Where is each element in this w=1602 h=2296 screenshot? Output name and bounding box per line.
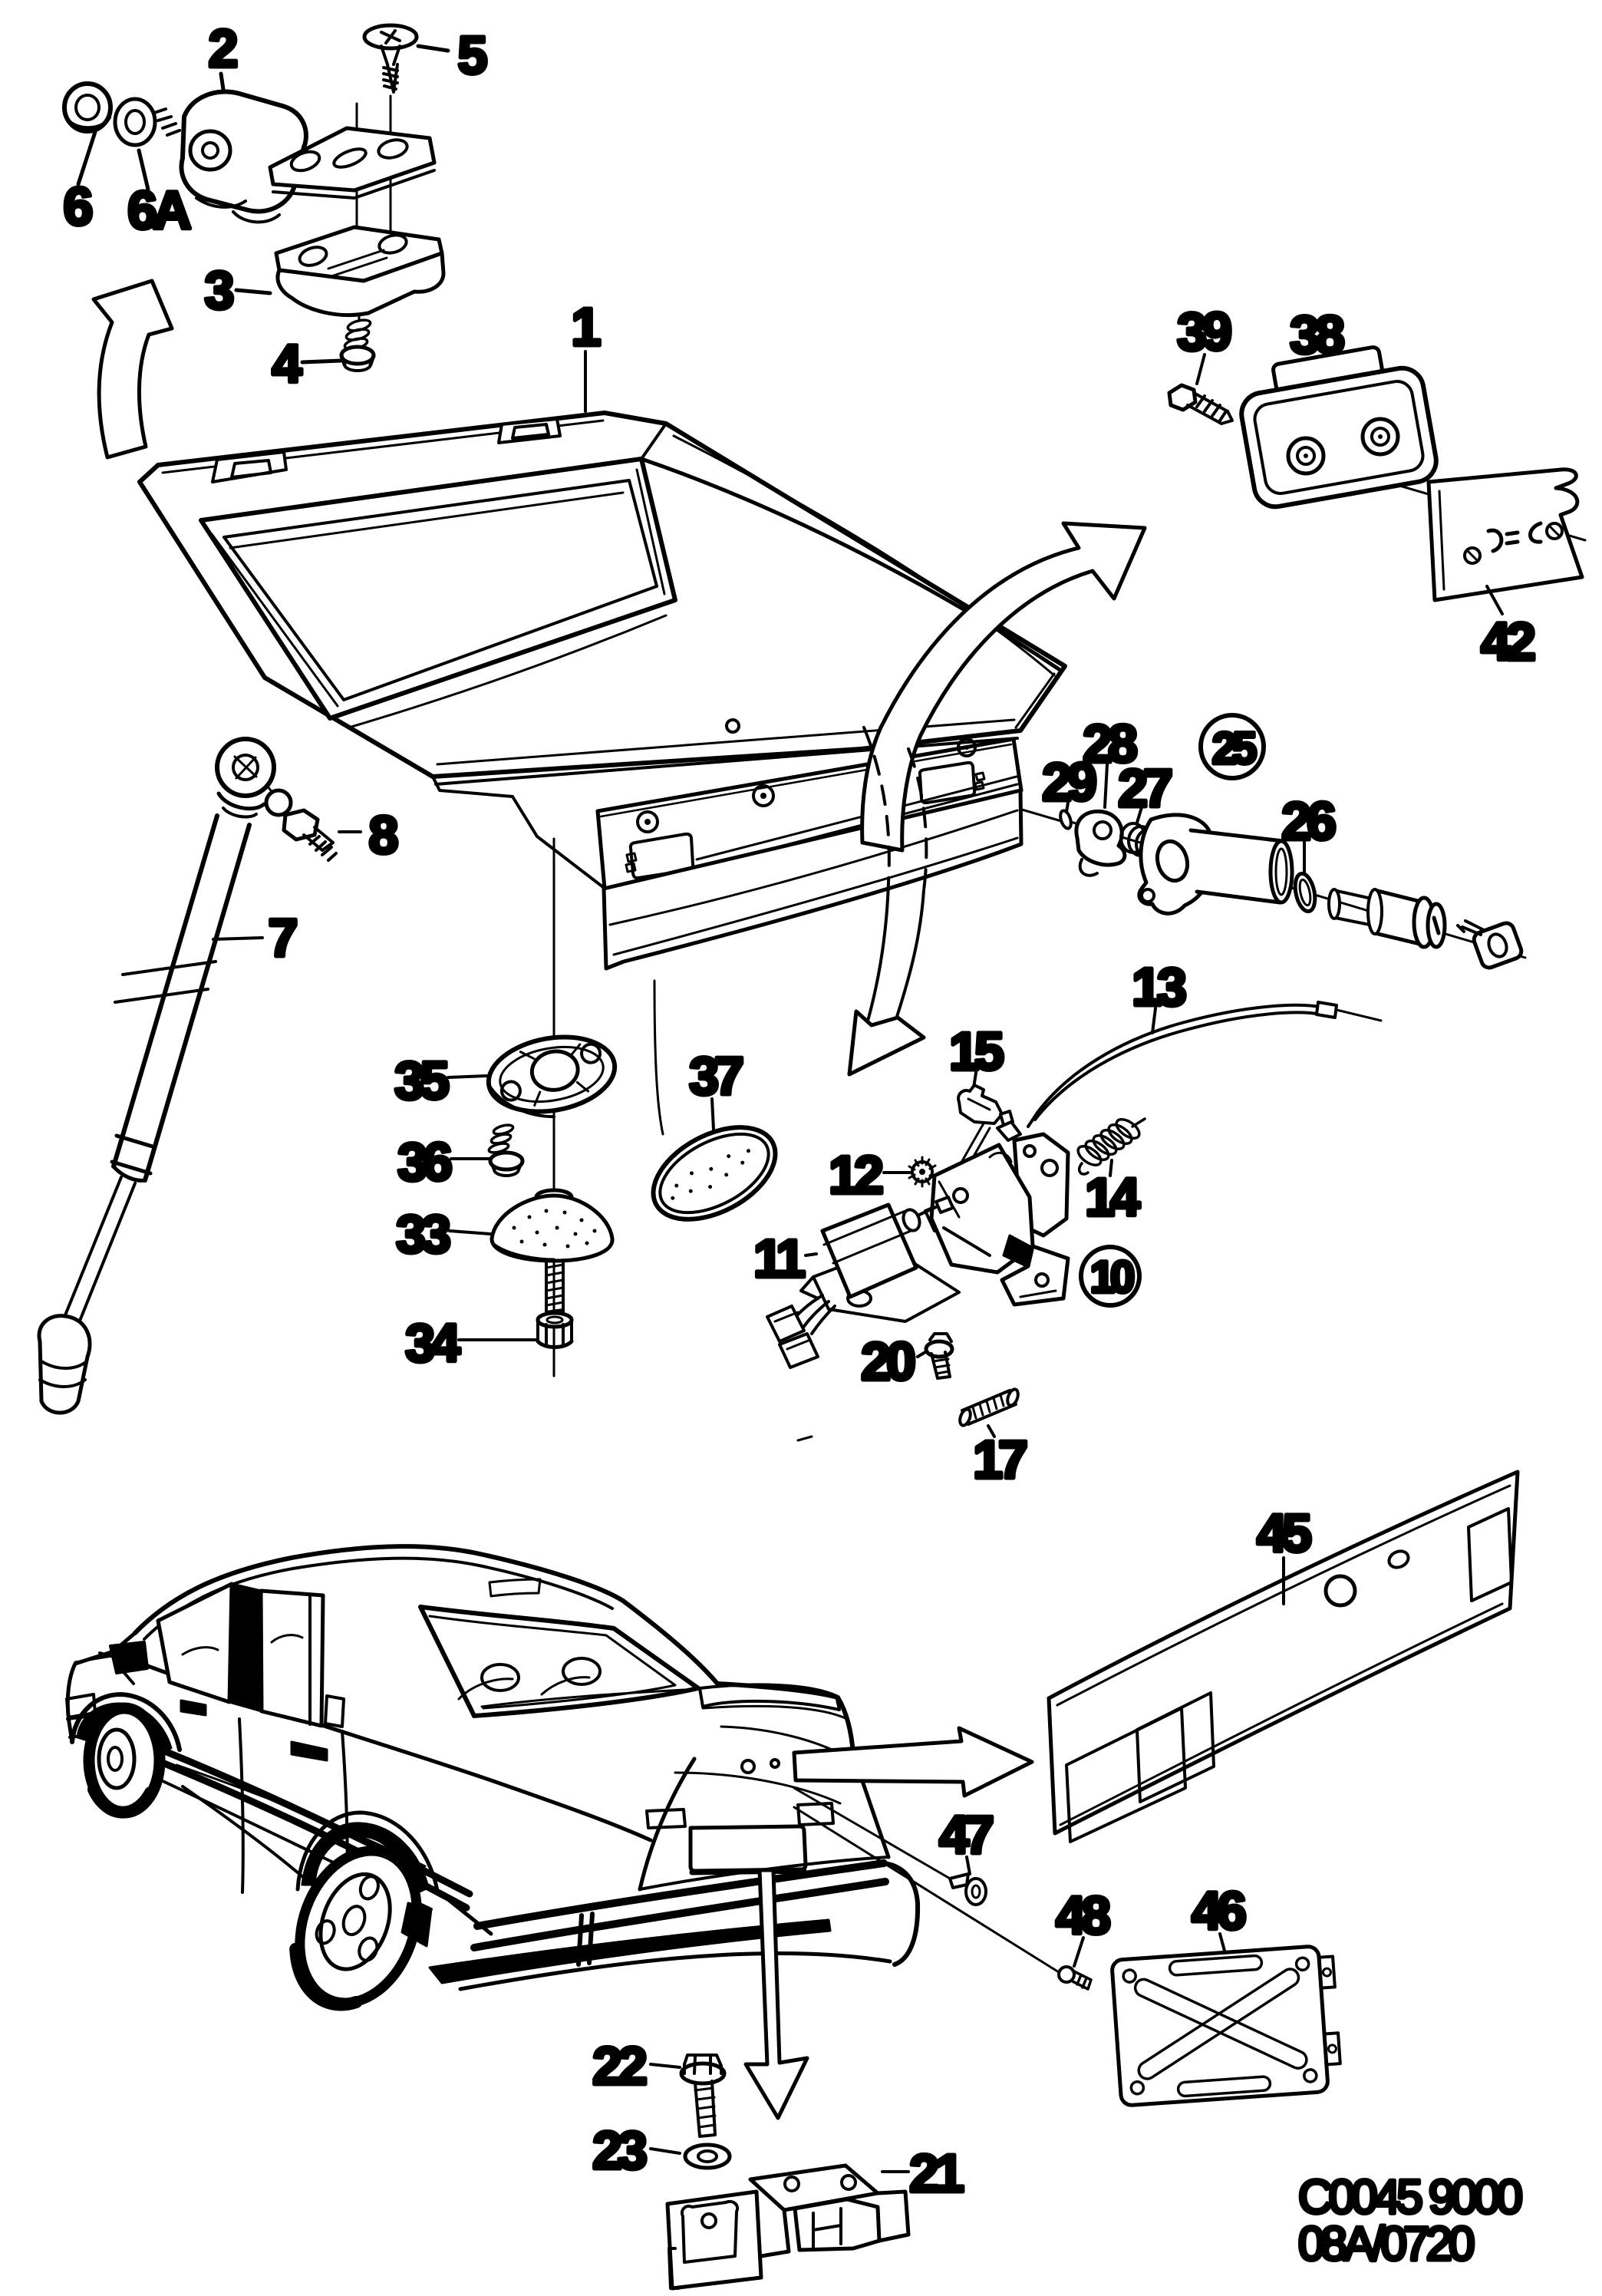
- svg-text:22: 22: [592, 2036, 646, 2096]
- svg-text:14: 14: [1085, 1167, 1140, 1227]
- svg-text:45: 45: [1257, 1503, 1310, 1563]
- svg-text:38: 38: [1290, 305, 1343, 365]
- svg-text:6A: 6A: [127, 180, 190, 240]
- svg-text:C0045 9000: C0045 9000: [1298, 2171, 1521, 2224]
- svg-text:33: 33: [396, 1204, 450, 1264]
- svg-text:2: 2: [209, 18, 237, 78]
- svg-text:35: 35: [394, 1051, 448, 1110]
- svg-text:10: 10: [1090, 1252, 1133, 1302]
- svg-text:36: 36: [397, 1132, 451, 1192]
- svg-text:17: 17: [973, 1430, 1026, 1489]
- svg-text:28: 28: [1083, 714, 1136, 774]
- svg-text:08A/0720: 08A/0720: [1298, 2218, 1474, 2271]
- svg-text:42: 42: [1481, 612, 1534, 671]
- svg-text:12: 12: [829, 1145, 882, 1205]
- svg-text:21: 21: [909, 2143, 963, 2203]
- svg-text:7: 7: [269, 908, 296, 968]
- svg-text:23: 23: [592, 2120, 646, 2180]
- svg-text:8: 8: [369, 805, 397, 865]
- svg-text:27: 27: [1118, 758, 1171, 818]
- svg-text:26: 26: [1281, 791, 1335, 851]
- svg-text:5: 5: [458, 25, 486, 85]
- svg-text:4: 4: [272, 334, 302, 394]
- svg-text:47: 47: [939, 1805, 992, 1865]
- svg-text:11: 11: [753, 1229, 804, 1288]
- svg-text:37: 37: [689, 1046, 742, 1106]
- svg-text:34: 34: [405, 1313, 460, 1373]
- svg-text:25: 25: [1212, 724, 1256, 774]
- svg-text:13: 13: [1132, 957, 1185, 1017]
- svg-text:46: 46: [1192, 1881, 1245, 1941]
- svg-text:20: 20: [861, 1331, 915, 1391]
- svg-text:29: 29: [1042, 752, 1096, 812]
- svg-text:48: 48: [1056, 1885, 1109, 1945]
- svg-text:6: 6: [64, 176, 92, 236]
- svg-text:15: 15: [949, 1021, 1003, 1081]
- svg-text:3: 3: [205, 260, 233, 320]
- svg-text:1: 1: [572, 297, 600, 357]
- svg-text:39: 39: [1177, 302, 1231, 361]
